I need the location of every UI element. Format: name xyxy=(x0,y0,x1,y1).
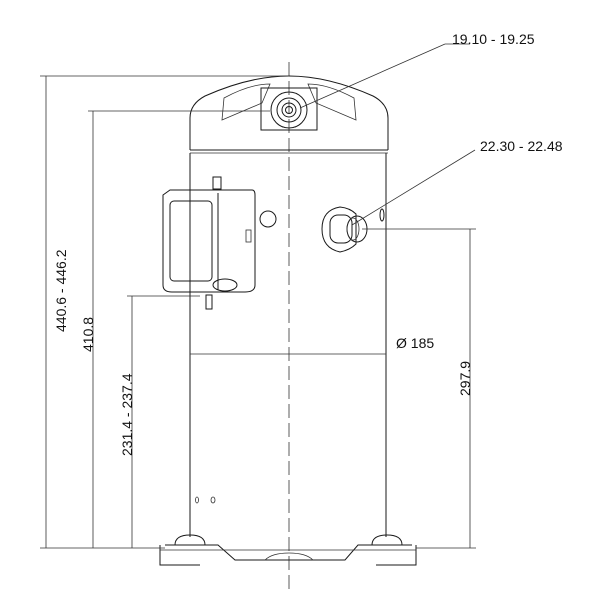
body-height-label: 410.8 xyxy=(80,316,96,352)
suction-height-label: 297.9 xyxy=(457,360,473,396)
diameter-label: Ø 185 xyxy=(396,335,435,351)
shell-body xyxy=(189,153,387,537)
terminal-box xyxy=(162,176,256,310)
base-plate xyxy=(159,534,417,566)
discharge-fitting-label: 19.10 - 19.25 xyxy=(452,31,535,47)
terminal-box-height-label: 231.4 - 237.4 xyxy=(119,373,135,456)
dimension-lines xyxy=(40,43,476,549)
overall-height-label: 440.6 - 446.2 xyxy=(53,249,69,332)
suction-fitting xyxy=(321,206,368,253)
suction-fitting-label: 22.30 - 22.48 xyxy=(480,138,563,154)
